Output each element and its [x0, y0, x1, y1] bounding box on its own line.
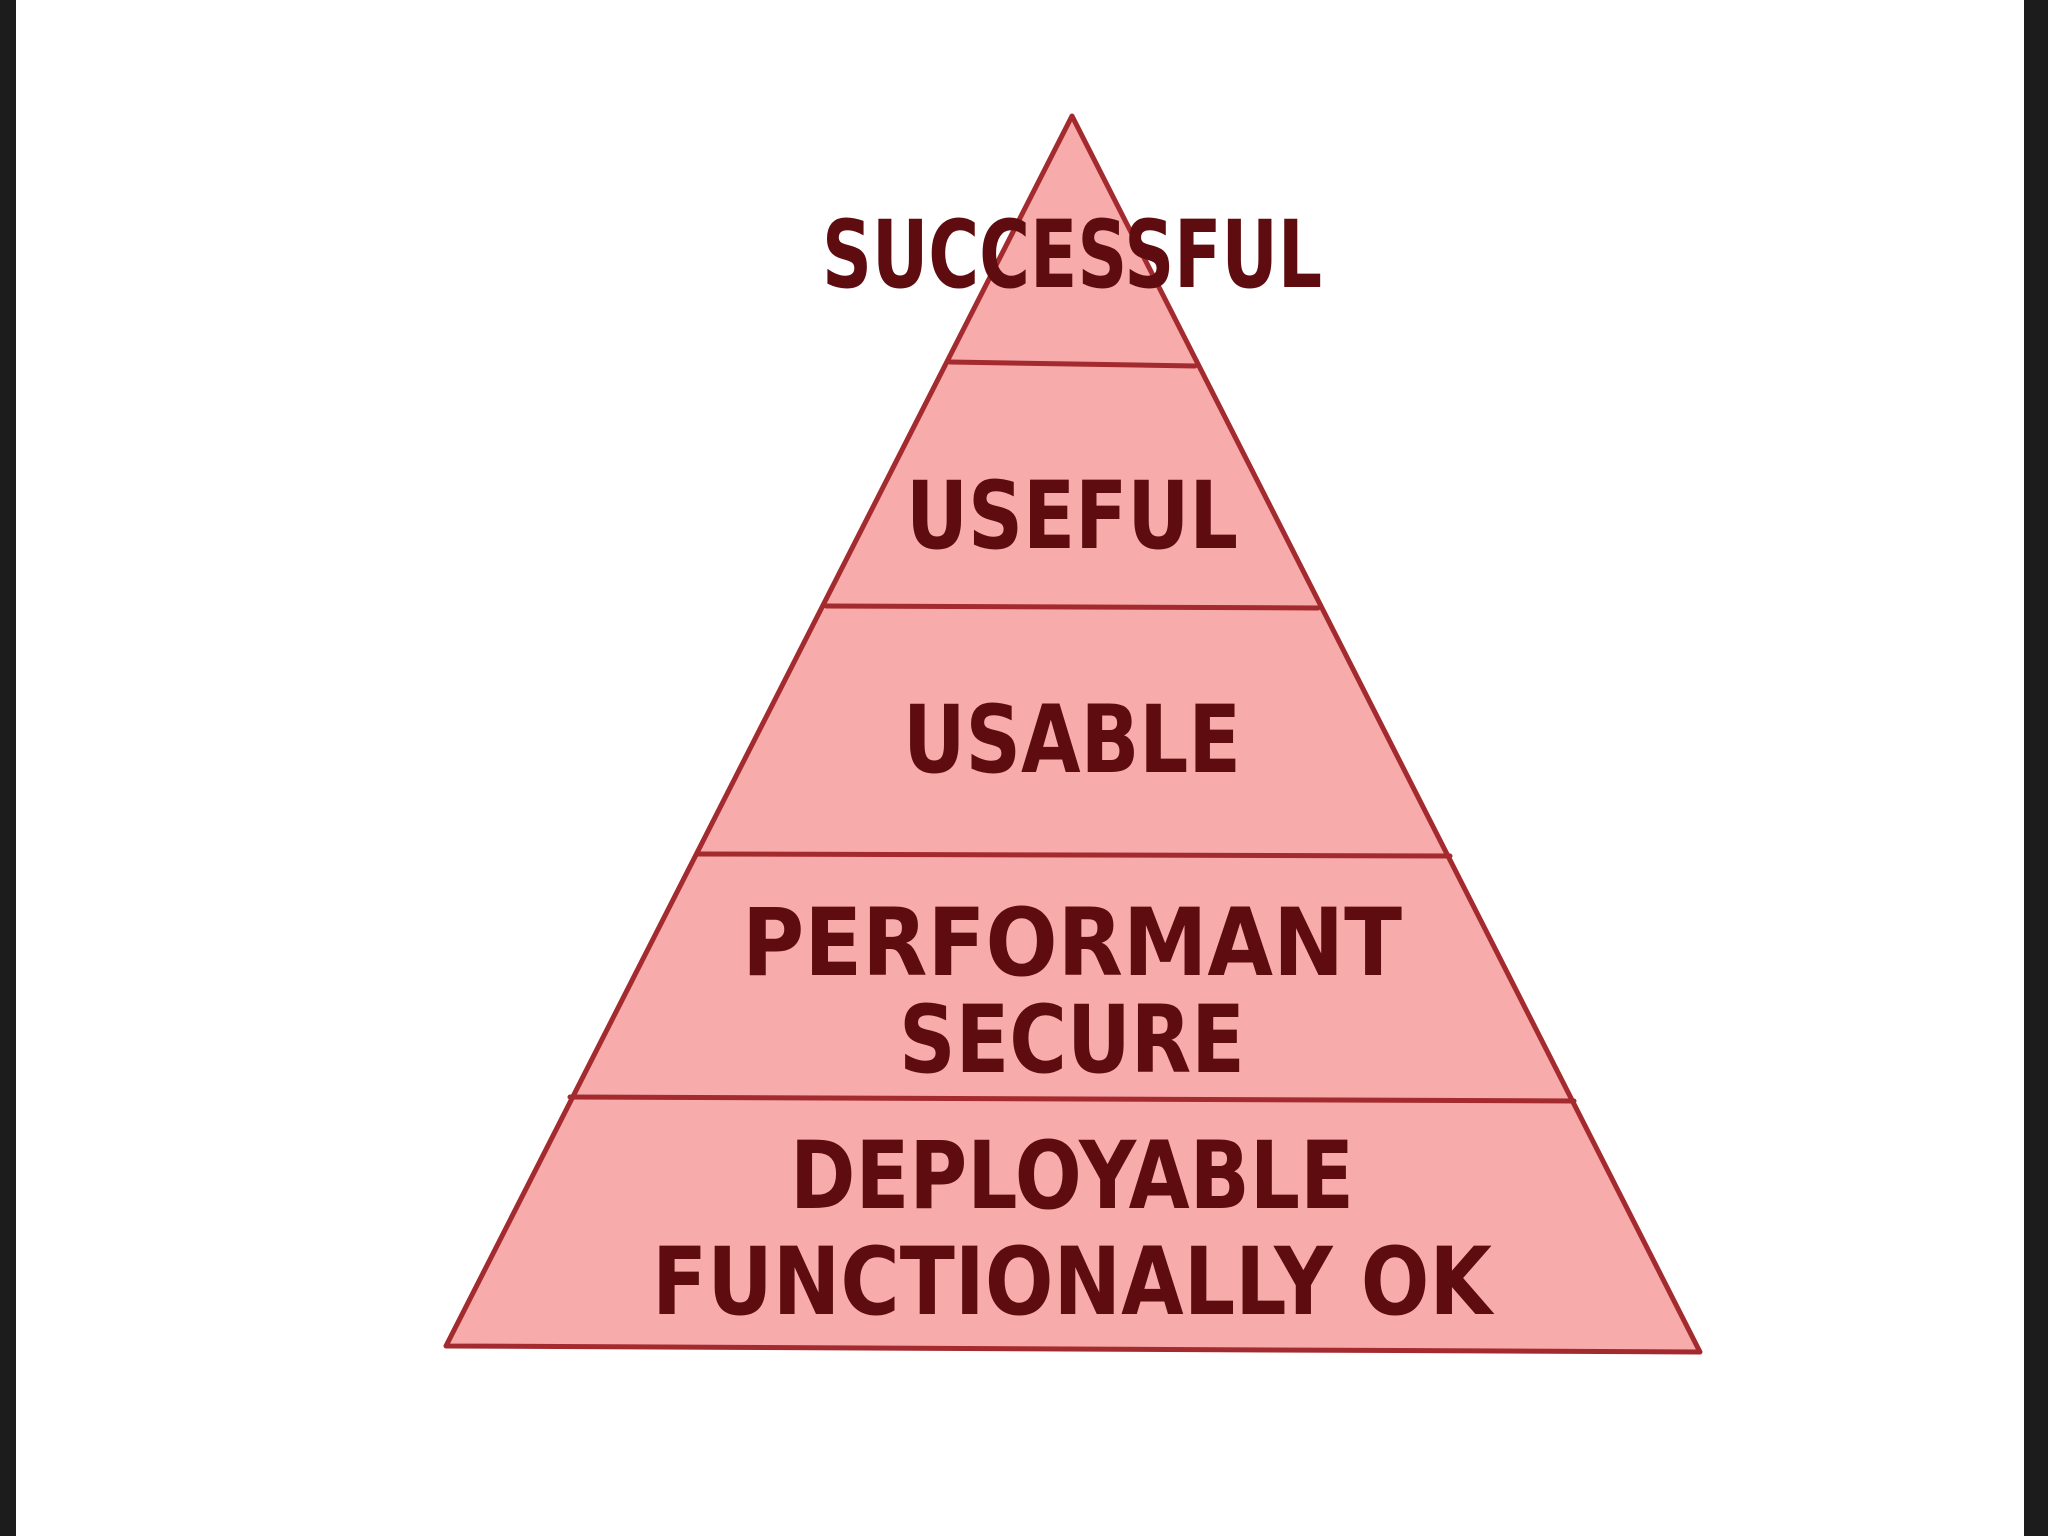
pyramid-outline: [443, 113, 1703, 1355]
level-divider-4: [567, 1094, 1577, 1104]
pyramid-level-deployable-functional: DEPLOYABLE FUNCTIONALLY OK: [652, 1122, 1495, 1337]
level-label-successful: SUCCESSFUL: [822, 201, 1322, 310]
level-label-useful: USEFUL: [906, 462, 1238, 571]
level-label-deployable: DEPLOYABLE: [790, 1122, 1354, 1231]
pyramid-level-useful: USEFUL: [906, 462, 1238, 571]
level-divider-1: [947, 359, 1198, 369]
pyramid-level-performant-secure: PERFORMANT SECURE: [742, 889, 1402, 1095]
frame-border-left: [0, 0, 16, 1536]
pyramid-level-successful: SUCCESSFUL: [822, 201, 1322, 310]
pyramid-shape: [443, 113, 1703, 1355]
frame-border-right: [2024, 0, 2048, 1536]
level-label-secure: SECURE: [899, 986, 1245, 1095]
level-label-performant: PERFORMANT: [742, 889, 1402, 998]
level-divider-2: [823, 603, 1321, 611]
pyramid-level-usable: USABLE: [903, 686, 1241, 795]
level-label-usable: USABLE: [903, 686, 1241, 795]
level-label-functionally-ok: FUNCTIONALLY OK: [652, 1228, 1495, 1337]
level-divider-3: [695, 851, 1453, 859]
